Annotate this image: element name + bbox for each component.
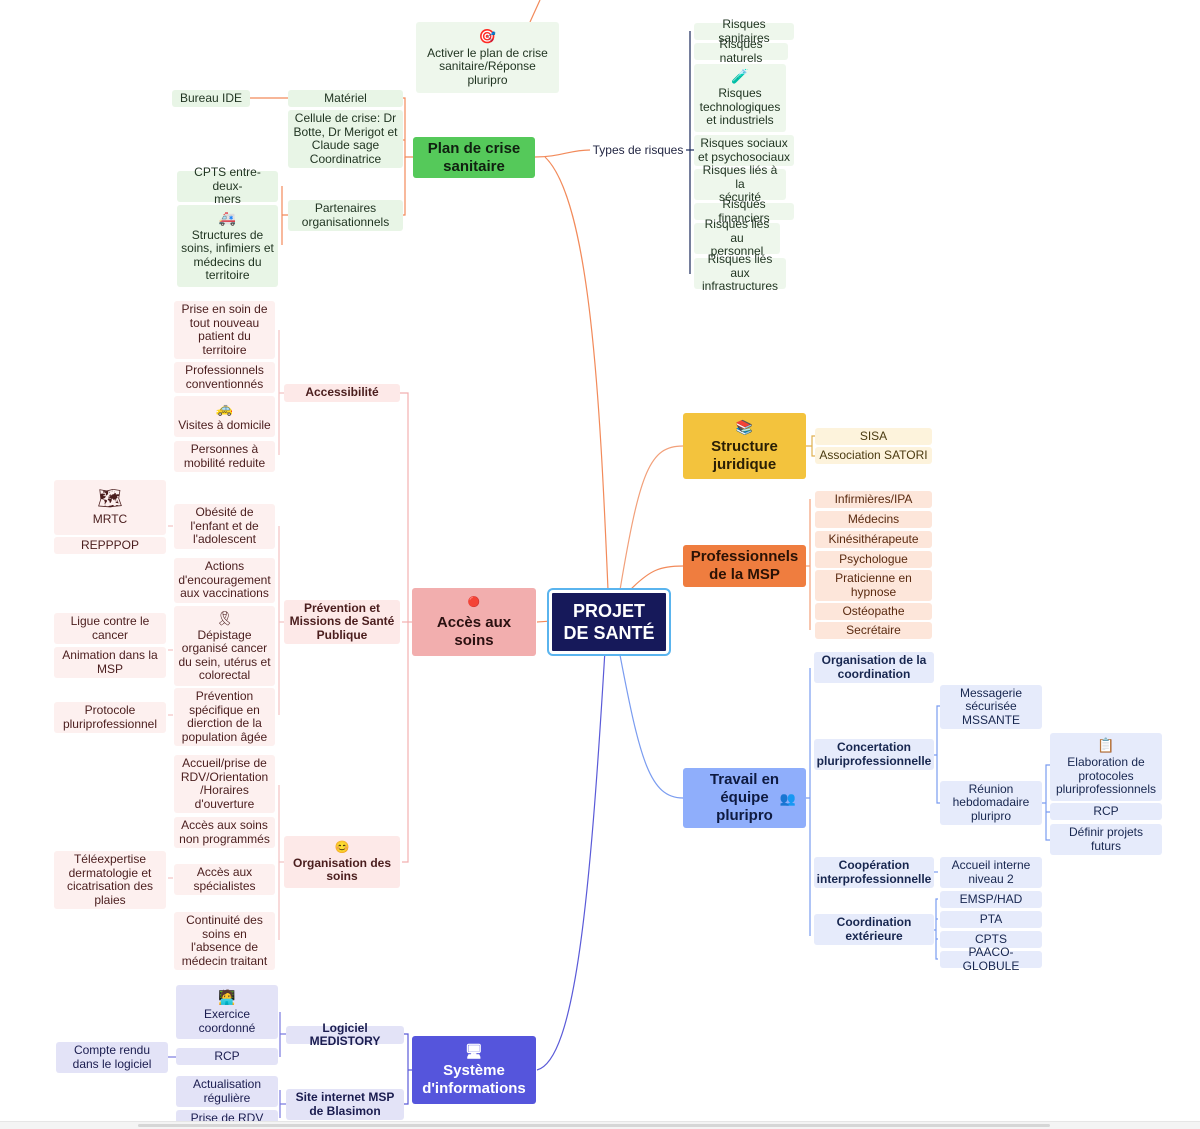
node-infirmieres[interactable]: Infirmières/IPA [815,491,932,508]
node-label: Visites à domicile [178,418,271,433]
people-icon: 👥 [779,791,796,806]
node-messagerie[interactable]: Messagerie sécurisée MSSANTE [940,685,1042,729]
node-structures-soins[interactable]: 🚑 Structures de soins, infimiers et méde… [177,205,278,287]
node-rcp-reunion[interactable]: RCP [1050,803,1162,820]
clipboard-icon: 📋 [1097,737,1115,754]
node-label: Risques technologiques et industriels [699,86,781,128]
topic-systeme-informations[interactable]: 🖥 Système d'informations [412,1036,536,1104]
node-risques-technologiques[interactable]: 🧪 Risques technologiques et industriels [694,64,786,132]
node-logiciel-medistory[interactable]: Logiciel MEDISTORY [286,1021,404,1048]
node-actualisation[interactable]: Actualisation régulière [176,1076,278,1107]
node-label: Dépistage organisé cancer du sein, utéru… [178,627,271,682]
topic-acces-aux-soins[interactable]: 🔴 Accès aux soins [412,588,536,656]
node-mrtc[interactable]: 🗺 MRTC [54,480,166,535]
node-accueil-rdv[interactable]: Accueil/prise de RDV/Orientation /Horair… [174,755,275,813]
map-icon: 🗺 [97,488,123,511]
node-pta[interactable]: PTA [940,911,1042,928]
node-professionnels-conventionnes[interactable]: Professionnels conventionnés [174,362,275,393]
node-association-satori[interactable]: Association SATORI [815,447,932,464]
node-label: Activer le plan de crise sanitaire/Répon… [427,45,548,87]
flask-icon: 🧪 [731,68,749,85]
node-depistage[interactable]: 🎗 Dépistage organisé cancer du sein, uté… [174,606,275,686]
node-elaboration-protocoles[interactable]: 📋 Elaboration de protocoles pluriprofess… [1050,733,1162,801]
node-secretaire[interactable]: Secrétaire [815,622,932,639]
node-visites-domicile[interactable]: 🚕 Visites à domicile [174,396,275,437]
smiley-icon: 😊 [334,839,350,854]
node-label: Organisation des soins [292,855,392,883]
node-animation-msp[interactable]: Animation dans la MSP [54,647,166,678]
node-osteopathe[interactable]: Ostéopathe [815,603,932,620]
node-label: Exercice coordonné [198,1007,256,1035]
node-bureau-ide[interactable]: Bureau IDE [172,90,250,107]
node-continuite-soins[interactable]: Continuité des soins en l'absence de méd… [174,912,275,970]
node-compte-rendu[interactable]: Compte rendu dans le logiciel [56,1042,168,1073]
node-coordination-exterieure[interactable]: Coordination extérieure [814,914,934,945]
node-label: Système d'informations [422,1061,526,1097]
node-risques-naturels[interactable]: Risques naturels [694,37,788,64]
node-materiel[interactable]: Matériel [288,90,403,107]
ribbon-icon: 🎗 [215,609,234,626]
node-cooperation[interactable]: Coopération interprofessionnelle [814,857,934,888]
node-organisation-coordination[interactable]: Organisation de la coordination [814,652,934,683]
node-exercice-coordonne[interactable]: 🧑‍💻 Exercice coordonné [176,985,278,1039]
node-organisation-soins[interactable]: 😊 Organisation des soins [284,836,400,888]
node-cpts[interactable]: CPTS [940,931,1042,948]
node-kinesitherapeute[interactable]: Kinésithérapeute [815,531,932,548]
node-psychologue[interactable]: Psychologue [815,551,932,568]
taxi-icon: 🚕 [215,400,234,417]
node-prevention[interactable]: Prévention et Missions de Santé Publique [284,600,400,644]
node-sisa[interactable]: SISA [815,428,932,445]
node-site-internet[interactable]: Site internet MSP de Blasimon [286,1089,404,1120]
node-teleexpertise[interactable]: Téléexpertise dermatologie et cicatrisat… [54,851,166,909]
node-medecins[interactable]: Médecins [815,511,932,528]
node-risques-sociaux[interactable]: Risques sociaux et psychosociaux [694,135,794,166]
circles-icon: 🔴 [467,596,481,608]
central-topic[interactable]: PROJET DE SANTÉ [549,590,669,654]
node-label: Structures de soins, infimiers et médeci… [181,227,274,282]
node-rcp-logiciel[interactable]: RCP [176,1048,278,1065]
node-repppop[interactable]: REPPPOP [54,537,166,554]
node-hypnose[interactable]: Praticienne en hypnose [815,570,932,601]
node-accueil-interne[interactable]: Accueil interne niveau 2 [940,857,1042,888]
node-mobilite-reduite[interactable]: Personnes à mobilité reduite [174,441,275,472]
node-paaco-globule[interactable]: PAACO-GLOBULE [940,945,1042,972]
node-soins-non-programmes[interactable]: Accès aux soins non programmés [174,817,275,848]
node-partenaires[interactable]: Partenaires organisationnels [288,200,403,231]
node-risques-infrastructures[interactable]: Risques liés aux infrastructures [694,253,786,293]
node-accessibilite[interactable]: Accessibilité [284,384,400,402]
node-definir-projets[interactable]: Définir projets futurs [1050,824,1162,855]
topic-travail-equipe[interactable]: Travail en équipe pluripro 👥 [683,768,806,828]
monitor-icon: 🖥 [465,1042,483,1059]
node-concertation[interactable]: Concertation pluriprofessionnelle [814,739,934,770]
node-label: MRTC [92,512,128,527]
node-label: Structure juridique [711,437,778,473]
topic-structure-juridique[interactable]: 📚 Structure juridique [683,413,806,479]
node-activer-plan[interactable]: 🎯 Activer le plan de crise sanitaire/Rép… [416,22,559,93]
node-label: Travail en équipe pluripro [709,771,780,824]
node-emsp-had[interactable]: EMSP/HAD [940,891,1042,908]
node-label: Accès aux soins [436,613,512,649]
node-obesite[interactable]: Obésité de l'enfant et de l'adolescent [174,504,275,549]
node-acces-specialistes[interactable]: Accès aux spécialistes [174,864,275,895]
books-icon: 📚 [735,418,754,435]
node-protocole-pluripro[interactable]: Protocole pluriprofessionnel [54,702,166,733]
node-label: Elaboration de protocoles pluriprofessio… [1055,755,1157,797]
person-computer-icon: 🧑‍💻 [218,989,236,1005]
node-risques-personnel[interactable]: Risques liés au personnel [694,218,780,258]
node-types-risques[interactable]: Types de risques [592,142,684,157]
topic-plan-de-crise[interactable]: Plan de crise sanitaire [413,137,535,178]
node-risques-securite[interactable]: Risques liés à la sécurité [694,164,786,204]
node-ligue-cancer[interactable]: Ligue contre le cancer [54,613,166,644]
topic-professionnels-msp[interactable]: Professionnels de la MSP [683,545,806,587]
node-reunion[interactable]: Réunion hebdomadaire pluripro [940,781,1042,825]
node-cellule-crise[interactable]: Cellule de crise: Dr Botte, Dr Merigot e… [288,110,403,168]
node-vaccinations[interactable]: Actions d'encouragement aux vaccinations [174,558,275,603]
scrollbar-thumb[interactable] [138,1124,1050,1127]
target-icon: 🎯 [478,27,497,44]
node-prise-en-soin[interactable]: Prise en soin de tout nouveau patient du… [174,301,275,359]
node-prevention-agee[interactable]: Prévention spécifique en dierction de la… [174,688,275,746]
ambulance-icon: 🚑 [218,209,237,226]
node-cpts-entre-deux-mers[interactable]: CPTS entre-deux- mers [177,166,278,206]
